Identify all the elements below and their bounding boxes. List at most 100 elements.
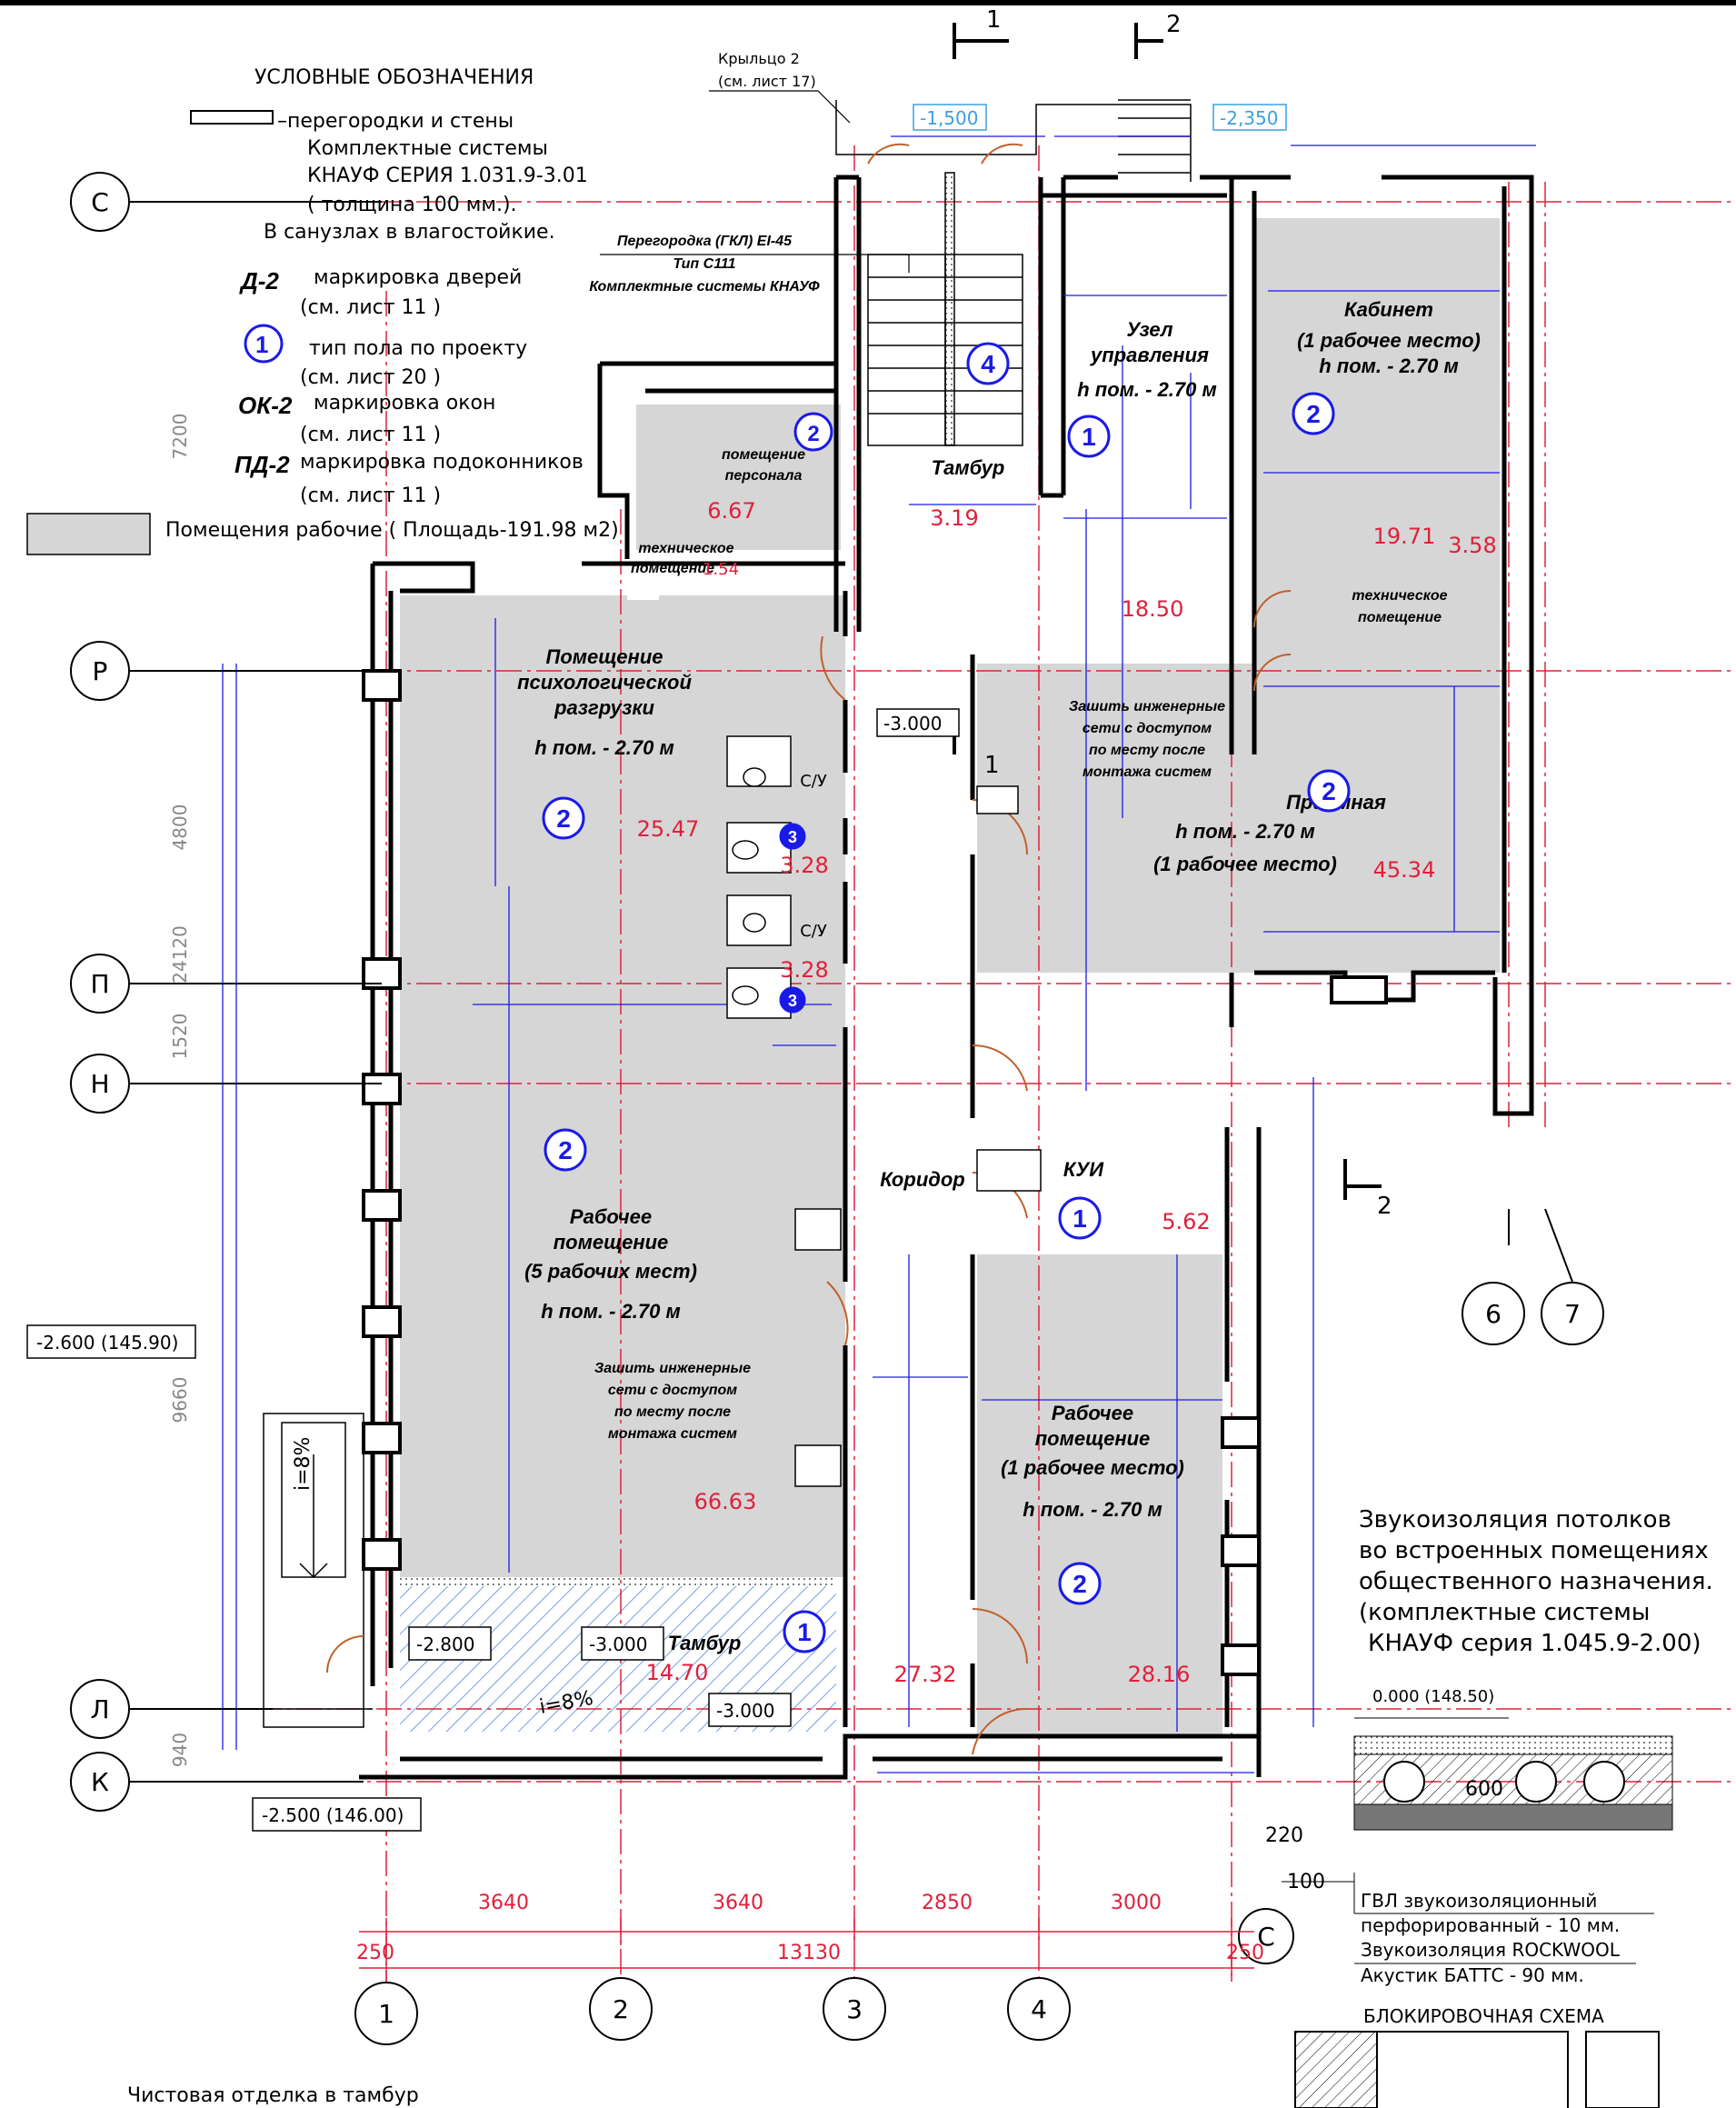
axis-col-7: 7 <box>1564 1299 1581 1329</box>
sound-line-4: (комплектные системы <box>1359 1599 1650 1626</box>
axis-col-6: 6 <box>1485 1299 1502 1329</box>
floor-personnel: 2 <box>807 422 819 446</box>
eng-note-right-3: по месту после <box>1089 743 1205 758</box>
floor-wc2: 3 <box>788 992 797 1010</box>
axis-row-l: Л <box>90 1694 109 1724</box>
axis-row-c: С <box>91 187 109 217</box>
floor-psych: 2 <box>556 804 571 833</box>
legend-symbols <box>26 110 274 555</box>
legend-walls-1: –перегородки и стены <box>277 110 514 133</box>
dim-bottom-2: 3640 <box>713 1892 763 1914</box>
sound-line-1: Звукоизоляция потолков <box>1359 1506 1671 1534</box>
room-work-small-seats: (1 рабочее место) <box>1001 1456 1184 1479</box>
section-1-mid: 1 <box>984 752 1000 779</box>
dim-left-2: 4800 <box>169 804 191 851</box>
sound-line-5: КНАУФ серия 1.045.9-2.00) <box>1368 1630 1701 1657</box>
room-wc1-name: С/У <box>800 772 827 791</box>
level-porch-2: -2,350 <box>1220 107 1278 129</box>
room-tambur-top-name: Тамбур <box>932 456 1005 479</box>
legend-sill-text: маркировка подоконников <box>300 451 584 474</box>
room-wc1-area: 3.28 <box>780 853 828 878</box>
level-porch-1: -1,500 <box>920 107 978 129</box>
partition-note-1: Перегородка (ГКЛ) EI-45 <box>617 234 793 249</box>
axis-row-n: Н <box>90 1069 109 1099</box>
sound-insulation-detail <box>1282 1717 1673 1964</box>
porch-label-2: (см. лист 17) <box>718 73 816 90</box>
column-axis-bubbles <box>354 1208 1604 2045</box>
dim-edge-left: 250 <box>356 1942 394 1964</box>
ramp <box>263 1413 373 1728</box>
eng-note-right-2: сети с доступом <box>1083 721 1212 736</box>
dimension-lines <box>222 135 1536 1773</box>
floor-kui: 1 <box>1073 1204 1087 1233</box>
dim-left-total: 24120 <box>169 925 191 984</box>
section-2-top: 2 <box>1166 11 1182 38</box>
sound-d100: 100 <box>1287 1871 1325 1893</box>
section-1-top: 1 <box>986 6 1002 34</box>
sound-gvl-1: ГВЛ звукоизоляционный <box>1361 1890 1597 1912</box>
axis-col-4: 4 <box>1031 1994 1047 2024</box>
room-corridor-name: Коридор <box>880 1168 964 1191</box>
room-wc2-name: С/У <box>800 922 827 941</box>
legend-door-code: Д-2 <box>239 267 279 295</box>
porch-label-1: Крыльцо 2 <box>718 50 800 67</box>
room-work-big-height: h пом. - 2.70 м <box>541 1300 681 1323</box>
room-uzel-height: h пом. - 2.70 м <box>1077 378 1217 401</box>
partition-note-3: Комплектные системы КНАУФ <box>589 279 820 295</box>
axis-row-p: П <box>90 969 109 999</box>
room-cabinet-area: 19.71 <box>1373 524 1436 549</box>
block-scheme-axis: С <box>1257 1922 1275 1952</box>
dim-edge-right: 250 <box>1226 1942 1264 1964</box>
block-scheme <box>1294 2031 1660 2108</box>
room-tech-right-name-2: помещение <box>1358 610 1442 625</box>
section-2-right: 2 <box>1377 1193 1392 1220</box>
room-tambur-top-area: 3.19 <box>930 505 978 531</box>
level-marks <box>26 104 1287 1832</box>
dim-left-1: 7200 <box>169 414 191 460</box>
floor-work-small: 2 <box>1073 1570 1087 1598</box>
room-uzel-name-1: Узел <box>1126 318 1173 341</box>
row-axis-bubbles <box>70 172 382 1812</box>
legend-walls-2: Комплектные системы <box>307 137 548 160</box>
room-personnel-name-1: помещение <box>722 447 805 463</box>
floor-tambur-top: 4 <box>981 350 995 378</box>
room-corridor-area: 27.32 <box>894 1662 957 1687</box>
room-tech-left-name-1: техническое <box>638 541 733 556</box>
eng-note-left-2: сети с доступом <box>608 1383 737 1398</box>
room-personnel-area: 6.67 <box>707 498 755 524</box>
right-windows <box>1221 975 1388 1676</box>
room-tech-left-name-2: помещение <box>631 561 714 576</box>
sound-gvl-2: перфорированный - 10 мм. <box>1361 1914 1620 1936</box>
eng-note-left-3: по месту после <box>614 1404 731 1420</box>
floor-wc1: 3 <box>788 828 797 846</box>
axis-row-r: Р <box>93 656 108 686</box>
room-personnel-name-2: персонала <box>725 468 803 484</box>
room-psych-name-2: психологической <box>517 671 692 694</box>
toilet-fixtures <box>726 735 1042 1487</box>
axis-col-3: 3 <box>846 1994 863 2024</box>
room-tambur-bottom-area: 14.70 <box>646 1660 709 1685</box>
room-tech-right-area: 3.58 <box>1448 533 1496 558</box>
block-scheme-title: БЛОКИРОВОЧНАЯ СХЕМА <box>1363 2005 1604 2027</box>
room-reception-area: 45.34 <box>1373 857 1436 883</box>
legend-walls-5: В санузлах в влагостойкие. <box>264 221 555 244</box>
sound-level: 0.000 (148.50) <box>1372 1687 1494 1706</box>
dim-bottom-1: 3640 <box>478 1892 529 1914</box>
legend-door-ref: (см. лист 11 ) <box>300 296 441 319</box>
axis-row-k: К <box>91 1767 109 1797</box>
legend-window-text: маркировка окон <box>314 392 495 415</box>
room-reception-seats: (1 рабочее место) <box>1153 853 1337 875</box>
room-tech-right-name-1: техническое <box>1352 588 1447 604</box>
dim-bottom-3: 2850 <box>922 1892 973 1914</box>
room-psych-name-3: разгрузки <box>554 696 654 719</box>
bottom-dimension-chain <box>359 1918 1254 1982</box>
legend-floor-code: 1 <box>255 331 268 358</box>
legend-floor-text: тип пола по проекту <box>309 337 527 360</box>
room-psych-name-1: Помещение <box>546 645 663 668</box>
level-vest-1: -2.800 <box>416 1633 474 1655</box>
eng-note-left-1: Зашить инженерные <box>594 1361 751 1376</box>
dim-total: 13130 <box>777 1942 841 1964</box>
sound-rock-1: Звукоизоляция ROCKWOOL <box>1361 1939 1621 1961</box>
level-corridor: -3.000 <box>883 713 942 734</box>
